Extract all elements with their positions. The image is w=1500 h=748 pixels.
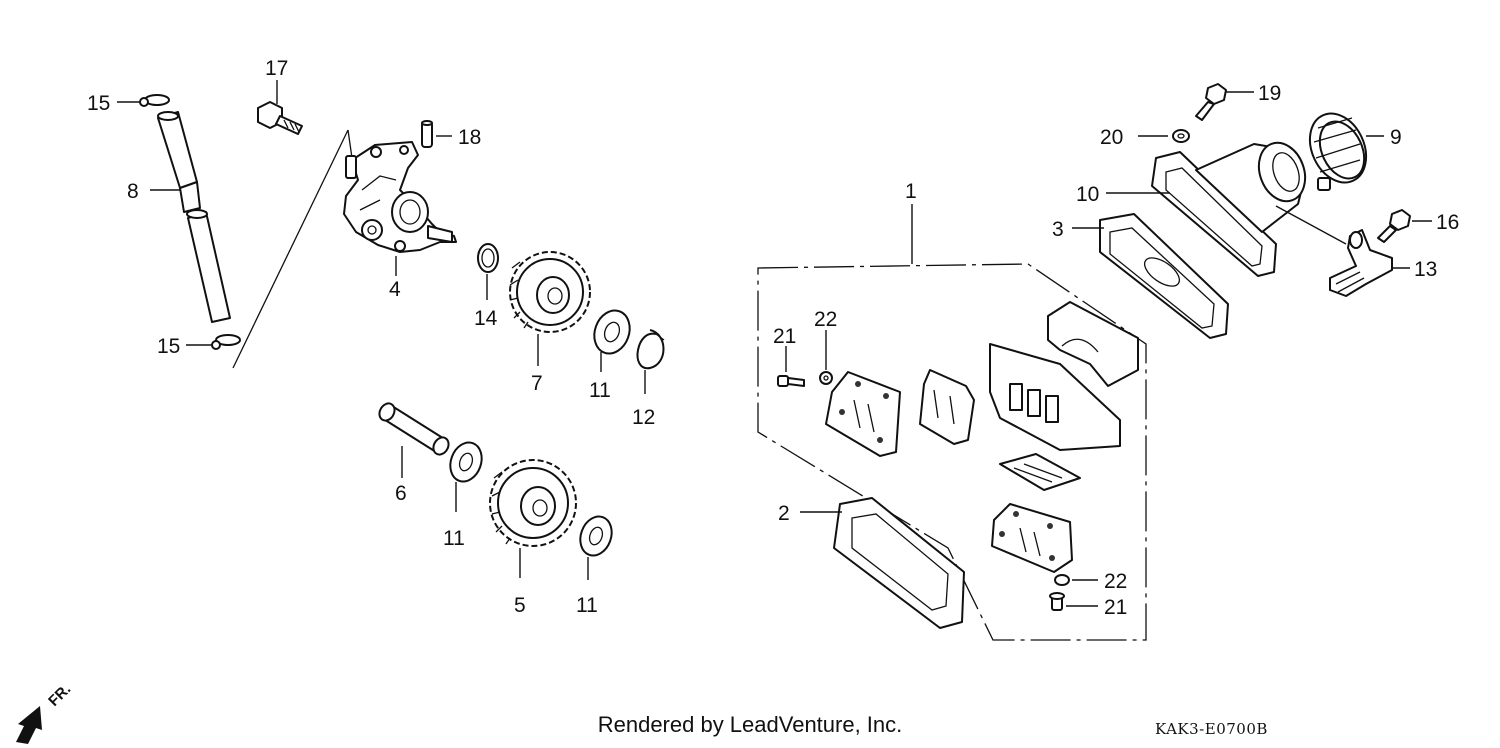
callout-15-bottom: 15 xyxy=(157,335,180,358)
part-22-washer-top: 22 xyxy=(814,308,837,385)
part-21-screw-top: 21 xyxy=(773,325,805,387)
part-10-intake-manifold: 10 xyxy=(1076,141,1307,277)
diagram-code: KAK3-E0700B xyxy=(1155,720,1268,738)
part-2-gasket: 2 xyxy=(778,497,965,629)
part-7-gear: 7 xyxy=(509,251,591,395)
part-20-washer: 20 xyxy=(1100,126,1190,149)
part-6-shaft: 6 xyxy=(378,402,450,505)
callout-5: 5 xyxy=(514,594,526,617)
part-15-clip-bottom: 15 xyxy=(157,334,241,358)
callout-17: 17 xyxy=(265,57,288,80)
callout-16: 16 xyxy=(1436,211,1459,234)
callout-13: 13 xyxy=(1414,258,1437,281)
hose-to-pump-leader xyxy=(232,129,353,369)
callout-14: 14 xyxy=(474,307,498,330)
reed-stopper-plate-right xyxy=(991,503,1073,573)
callout-22-bottom: 22 xyxy=(1104,570,1127,593)
callout-21-bottom: 21 xyxy=(1104,596,1127,619)
part-14-o-ring: 14 xyxy=(474,243,499,330)
part-12-circlip: 12 xyxy=(632,329,665,429)
part-22-washer-bottom: 22 xyxy=(1054,570,1127,593)
callout-1: 1 xyxy=(905,180,917,203)
part-21-screw-bottom: 21 xyxy=(1049,592,1127,619)
part-1-reed-valve-group: 1 xyxy=(757,180,1147,641)
callout-2: 2 xyxy=(778,502,790,525)
callout-4: 4 xyxy=(389,278,401,301)
part-19-bolt: 19 xyxy=(1195,82,1281,121)
reed-petal-top xyxy=(919,369,975,445)
callout-12: 12 xyxy=(632,406,655,429)
part-4-oil-pump: 4 xyxy=(343,141,457,301)
callout-8: 8 xyxy=(127,180,139,203)
callout-21-top: 21 xyxy=(773,325,796,348)
footer-credit: Rendered by LeadVenture, Inc. xyxy=(597,712,903,737)
part-16-bolt: 16 xyxy=(1377,209,1459,243)
part-15-clip-top: 15 xyxy=(87,92,170,115)
part-5-gear: 5 xyxy=(489,459,577,617)
callout-11-top: 11 xyxy=(589,379,611,402)
callout-11-middle: 11 xyxy=(443,527,465,550)
part-17-bolt: 17 xyxy=(257,57,303,135)
direction-marker-label: FR. xyxy=(45,681,74,710)
part-8-hose: 8 xyxy=(127,111,231,323)
callout-19: 19 xyxy=(1258,82,1281,105)
callout-22-top: 22 xyxy=(814,308,837,331)
part-3-gasket: 3 xyxy=(1052,213,1229,339)
callout-9: 9 xyxy=(1390,126,1402,149)
callout-6: 6 xyxy=(395,482,407,505)
callout-7: 7 xyxy=(531,372,543,395)
part-18-dowel-pin: 18 xyxy=(421,120,481,149)
callout-11-bottom: 11 xyxy=(576,594,598,617)
reed-petal-bottom xyxy=(999,453,1081,491)
part-11-washer-top: 11 xyxy=(589,309,631,402)
part-13-bracket: 13 xyxy=(1275,205,1437,297)
reed-stopper-plate-left xyxy=(825,371,901,457)
callout-3: 3 xyxy=(1052,218,1064,241)
reed-block xyxy=(989,301,1139,451)
callout-20: 20 xyxy=(1100,126,1123,149)
part-11-washer-middle: 11 xyxy=(443,441,483,550)
callout-10: 10 xyxy=(1076,183,1099,206)
callout-18: 18 xyxy=(458,126,481,149)
part-11-washer-bottom: 11 xyxy=(576,515,613,617)
callout-15-top: 15 xyxy=(87,92,110,115)
part-9-hose-clamp: 9 xyxy=(1308,112,1402,191)
